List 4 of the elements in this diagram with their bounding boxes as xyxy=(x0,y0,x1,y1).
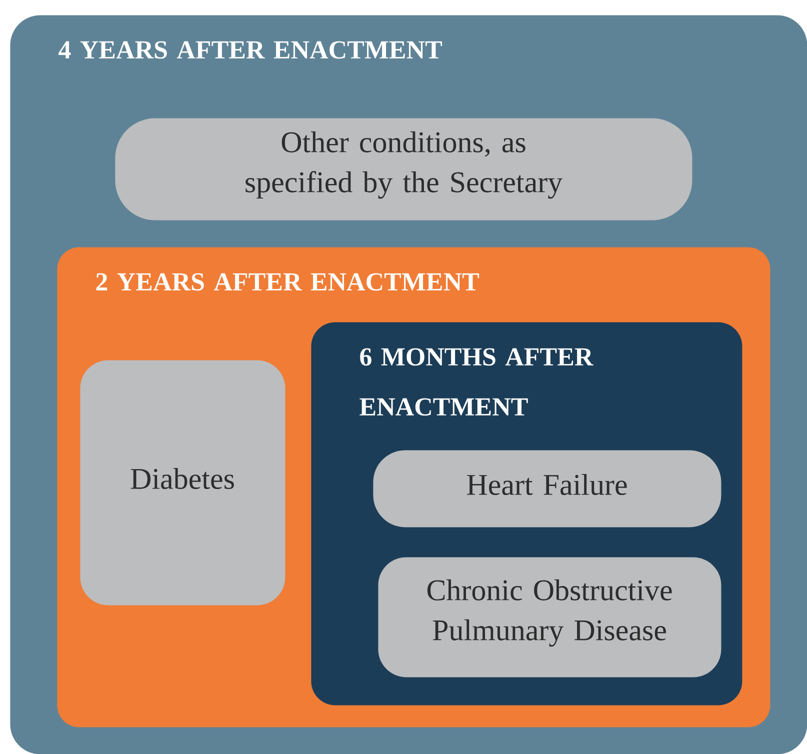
condition-box: Chronic Obstructive Pulmunary Disease xyxy=(378,557,722,678)
condition-box: Diabetes xyxy=(80,360,286,606)
condition-box: Heart Failure xyxy=(373,450,722,528)
condition-box: Other conditions, as specified by the Secretary xyxy=(115,118,692,220)
